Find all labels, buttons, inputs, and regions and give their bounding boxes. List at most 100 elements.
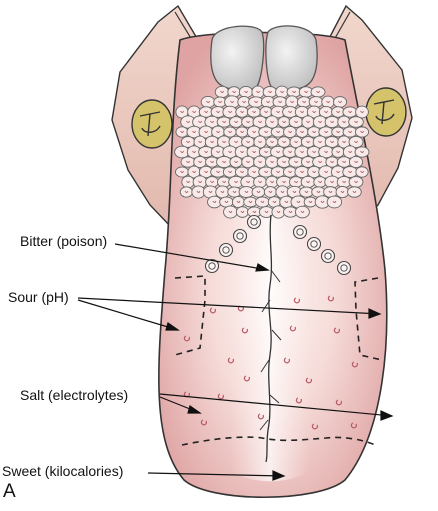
salt-leader-right	[159, 393, 393, 417]
vallate-papilla	[218, 242, 234, 258]
papilla	[263, 186, 277, 198]
fungiform-papilla	[209, 307, 216, 314]
fungiform-papilla	[217, 393, 224, 400]
papilla	[330, 165, 346, 179]
papilla	[235, 126, 249, 138]
papilla	[342, 106, 358, 118]
papilla	[179, 186, 193, 198]
vallate-papilla	[306, 236, 322, 252]
fungiform-papilla	[305, 377, 312, 384]
fungiform-papilla	[295, 397, 302, 404]
papilla	[270, 126, 286, 138]
papilla	[354, 126, 370, 138]
papilla	[262, 86, 278, 98]
sour-region-right	[354, 277, 383, 361]
papilla	[235, 106, 249, 118]
papilla	[255, 196, 270, 208]
papilla	[251, 186, 266, 198]
papilla	[253, 175, 267, 189]
right-tonsil	[365, 87, 407, 137]
fungiform-papilla	[289, 325, 296, 332]
papilla	[300, 136, 316, 148]
vallate-papilla	[336, 260, 352, 276]
papilla	[204, 115, 220, 129]
papilla	[247, 165, 261, 179]
papilla	[308, 96, 324, 108]
papilla	[294, 105, 310, 119]
papilla	[246, 106, 262, 118]
papilla	[231, 195, 245, 209]
papilla	[180, 115, 196, 129]
papilla	[240, 175, 256, 189]
papilla	[228, 135, 244, 149]
papilla	[258, 146, 274, 158]
papilla	[348, 176, 364, 188]
bitter-leader	[114, 243, 269, 271]
papilla	[200, 95, 216, 109]
papilla	[342, 145, 358, 159]
papilla	[294, 165, 310, 179]
papilla	[348, 155, 364, 169]
sweet-leader	[147, 472, 285, 477]
papilla	[331, 126, 345, 138]
papilla	[265, 155, 279, 169]
papilla	[215, 185, 230, 199]
papilla	[321, 95, 335, 109]
papilla	[348, 135, 364, 149]
papilla	[229, 116, 243, 128]
papilla	[277, 136, 291, 148]
salt-label: Salt (electrolytes)	[20, 387, 129, 403]
papilla	[272, 96, 288, 108]
vallate-papilla	[204, 258, 220, 274]
papilla	[175, 166, 189, 178]
papilla	[300, 175, 316, 189]
papilla	[348, 116, 364, 128]
papilla	[214, 85, 230, 99]
vallate-papilla	[246, 214, 262, 230]
papilla	[299, 186, 314, 198]
fungiform-papilla	[333, 327, 340, 334]
papilla	[192, 115, 208, 129]
papilla	[235, 206, 249, 218]
papilla	[258, 126, 274, 138]
papilla	[318, 126, 334, 138]
fungiform-papilla	[241, 327, 248, 334]
papilla	[355, 166, 369, 178]
papilla	[324, 115, 340, 129]
fungiform-papilla	[350, 422, 357, 429]
papilla	[288, 116, 304, 128]
papilla	[270, 166, 286, 178]
fungiform-papilla	[200, 419, 207, 426]
fungiform-papilla	[293, 297, 300, 304]
papilla	[318, 106, 334, 118]
papilla	[342, 126, 358, 138]
papilla	[289, 176, 303, 188]
panel-label: A	[3, 481, 16, 502]
leader-lines	[77, 243, 394, 481]
papilla	[347, 186, 362, 198]
sweet-region-boundary	[181, 436, 379, 447]
circumvallate-papillae	[204, 214, 352, 276]
sweet-label: Sweet (kilocalories)	[2, 463, 124, 479]
papilla	[294, 205, 310, 219]
papilla	[234, 166, 250, 178]
lingual-tonsil-papillae	[174, 85, 370, 219]
papilla	[286, 185, 303, 199]
fungiform-papilla	[335, 399, 342, 406]
papilla	[223, 205, 238, 219]
sour-leader-left	[77, 299, 179, 331]
fungiform-papilla	[311, 423, 318, 430]
fungiform-papilla	[183, 335, 190, 342]
papilla	[355, 105, 369, 119]
papilla	[333, 96, 347, 108]
papilla	[181, 175, 195, 189]
vallate-papilla	[292, 224, 308, 240]
papilla	[331, 146, 345, 158]
papilla	[283, 125, 297, 139]
sour-leader-right	[77, 297, 381, 315]
papilla	[277, 116, 291, 128]
papilla	[310, 86, 326, 98]
vallate-papilla	[320, 248, 336, 264]
